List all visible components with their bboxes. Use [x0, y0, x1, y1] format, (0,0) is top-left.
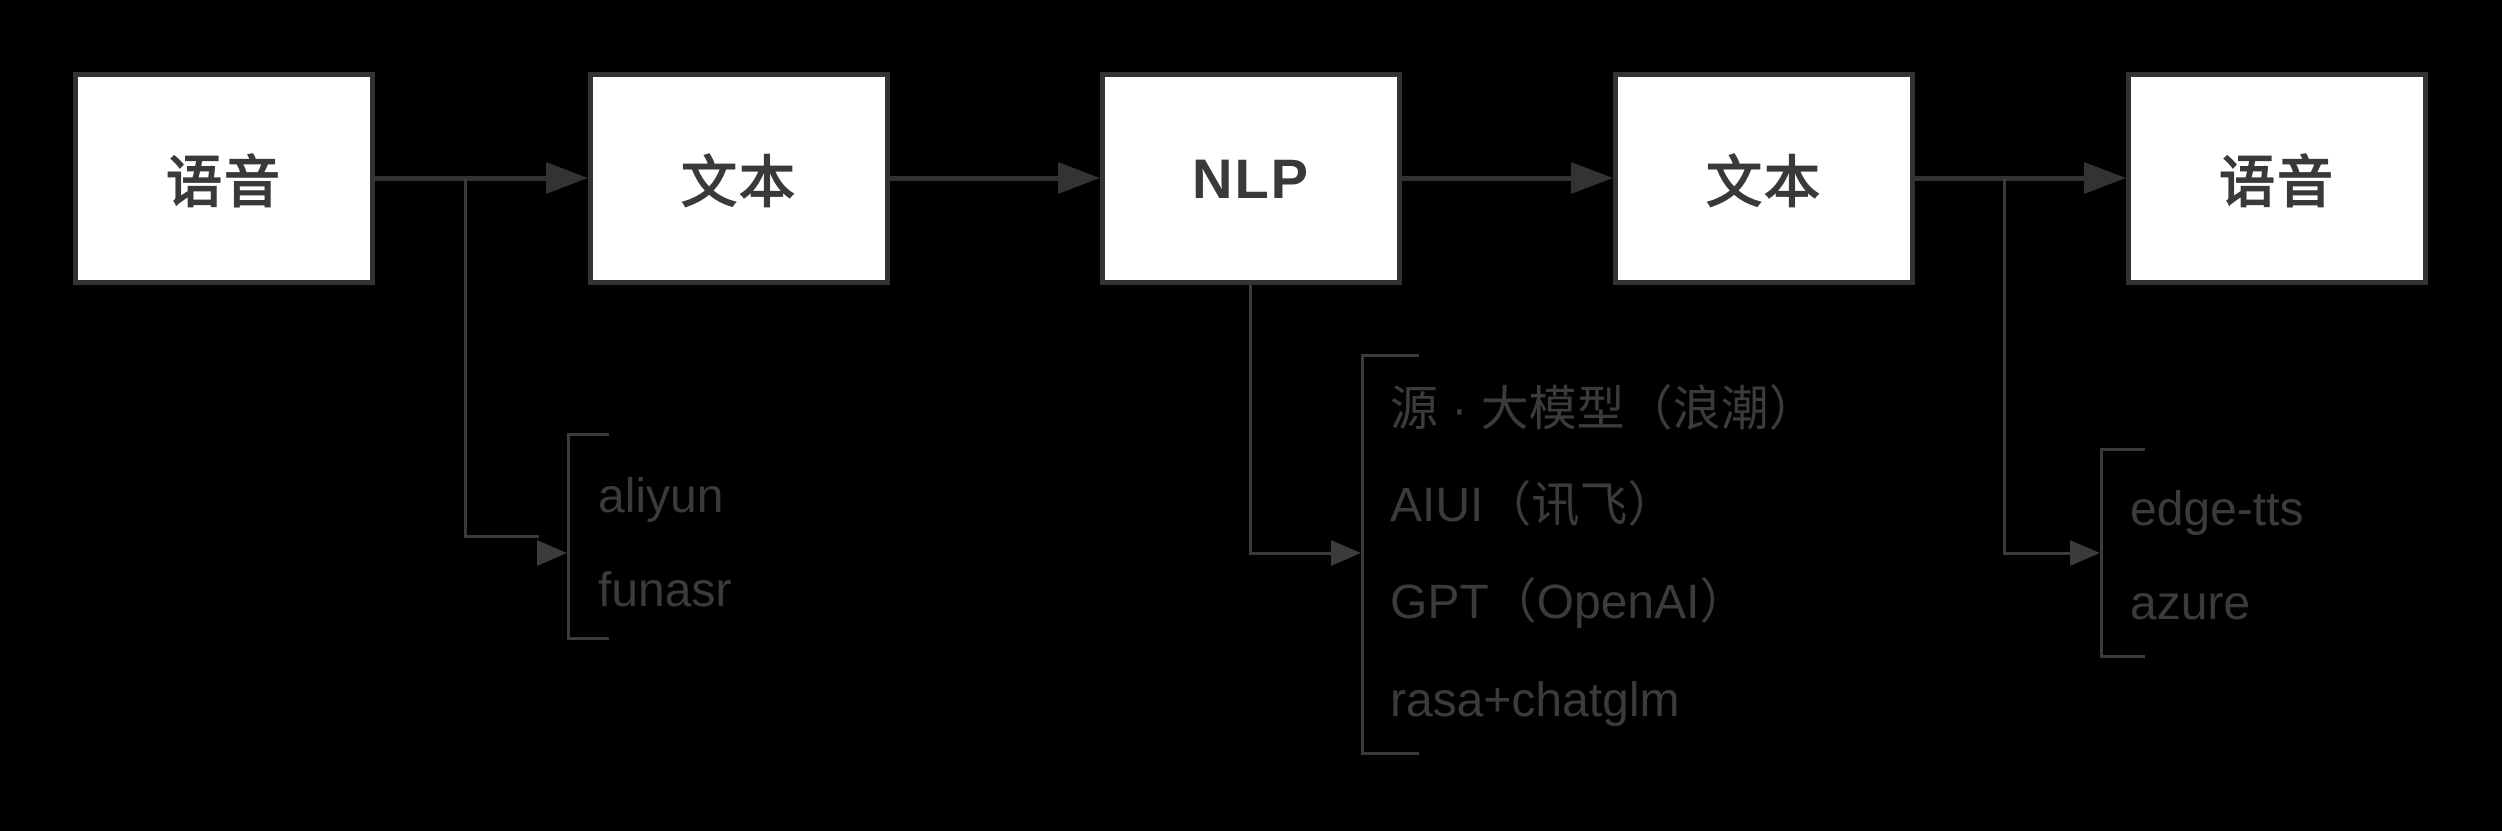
asr-branch-vertical-line	[464, 178, 467, 538]
tts-branch-vertical-line	[2003, 178, 2006, 554]
tts-options-bracket	[2100, 448, 2145, 658]
nlp-option-item: AIUI（讯飞）	[1390, 479, 1676, 532]
nlp-options-bracket	[1361, 354, 1419, 755]
nlp-option-item: rasa+chatglm	[1390, 674, 1680, 727]
flow-arrow-1-shaft	[375, 176, 550, 181]
tts-option-item: edge-tts	[2130, 483, 2304, 536]
asr-branch-horizontal-line	[464, 535, 539, 538]
node-nlp: NLP	[1100, 72, 1402, 285]
flow-arrow-3-shaft	[1402, 176, 1575, 181]
asr-options-bracket	[567, 433, 609, 640]
nlp-option-item: GPT（OpenAI）	[1390, 576, 1748, 629]
tts-option-item: azure	[2130, 577, 2251, 630]
flow-arrow-2-shaft	[890, 176, 1062, 181]
asr-option-item: aliyun	[598, 470, 724, 523]
node-voice-output: 语音	[2126, 72, 2428, 285]
node-voice-input: 语音	[73, 72, 375, 285]
nlp-option-item: 源 · 大模型（浪潮）	[1390, 383, 1817, 436]
node-text-response: 文本	[1613, 72, 1915, 285]
nlp-branch-vertical-line	[1249, 285, 1252, 554]
flow-arrow-1-arrowhead-icon	[546, 162, 588, 194]
flow-arrow-2-arrowhead-icon	[1058, 162, 1100, 194]
node-text-asr: 文本	[588, 72, 890, 285]
asr-branch-arrowhead-icon	[537, 540, 567, 566]
tts-branch-arrowhead-icon	[2070, 540, 2100, 566]
nlp-branch-arrowhead-icon	[1331, 540, 1361, 566]
nlp-branch-horizontal-line	[1249, 552, 1333, 555]
asr-option-item: funasr	[598, 564, 732, 617]
flow-arrow-4-shaft	[1915, 176, 2088, 181]
flow-arrow-3-arrowhead-icon	[1571, 162, 1613, 194]
flow-arrow-4-arrowhead-icon	[2084, 162, 2126, 194]
tts-branch-horizontal-line	[2003, 552, 2072, 555]
